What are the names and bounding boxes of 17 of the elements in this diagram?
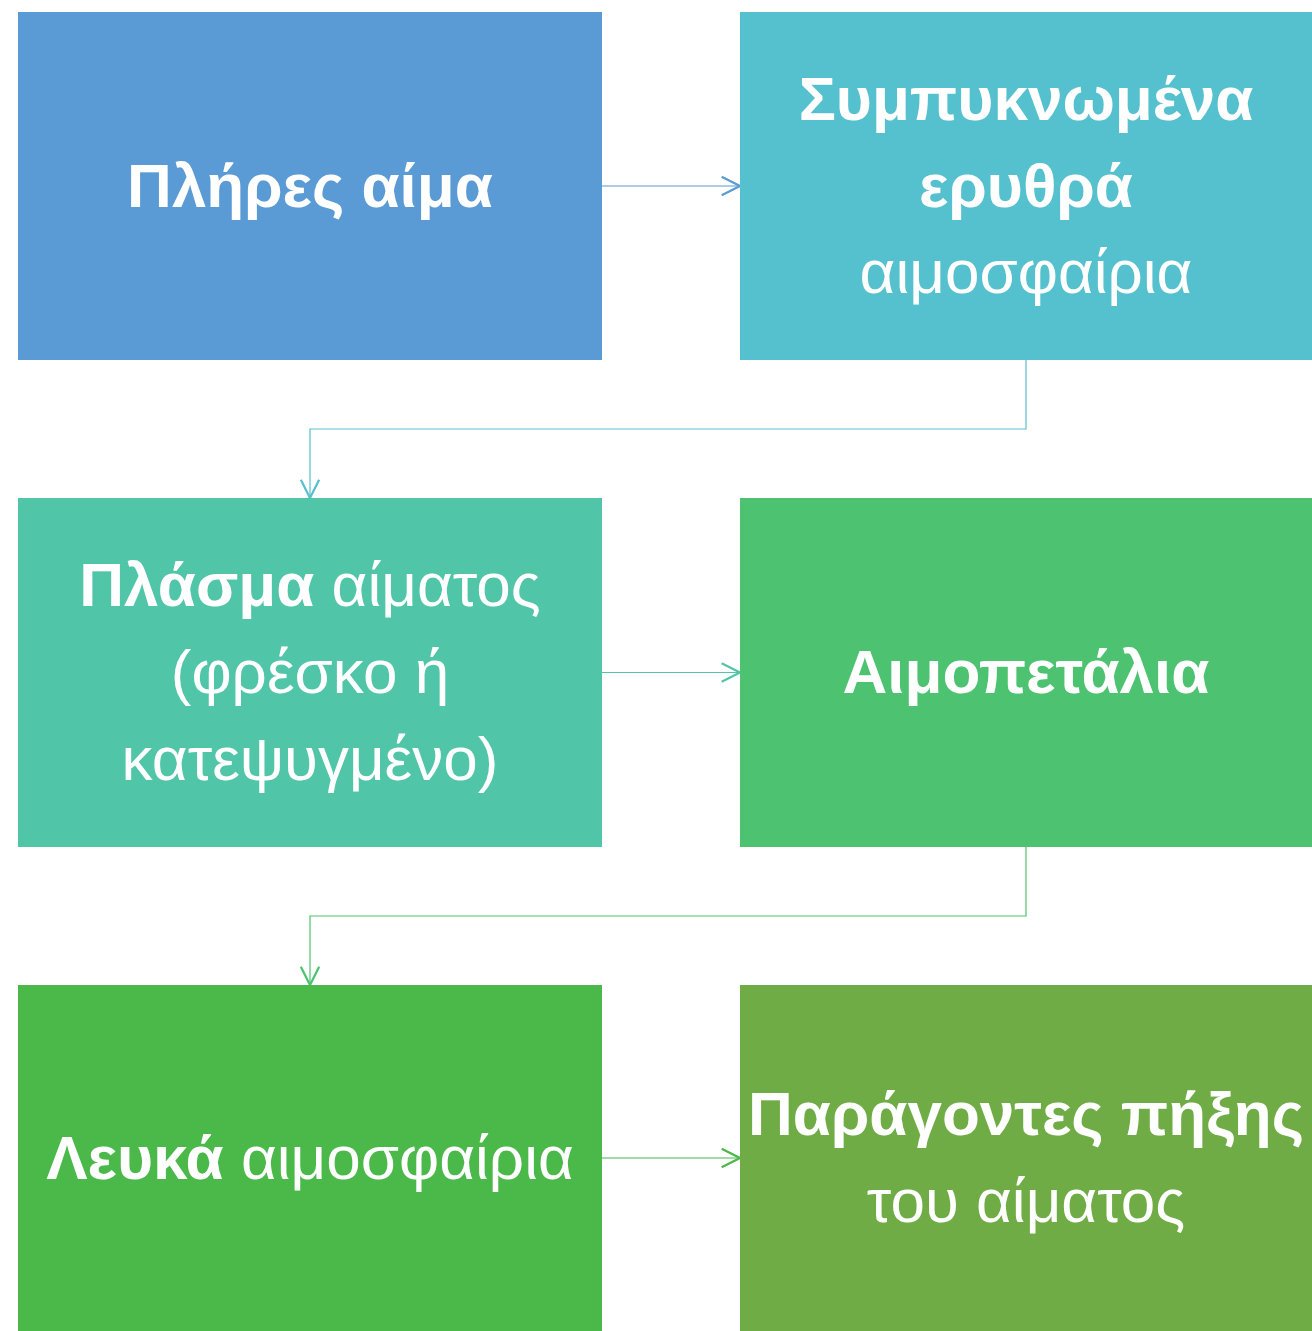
box-label: Αιμοπετάλια [842, 636, 1210, 709]
process-box [740, 12, 1312, 360]
process-box [18, 12, 602, 360]
arrow [299, 359, 1027, 500]
box-label: Λευκά αιμοσφαίρια [46, 1121, 574, 1194]
arrow [601, 175, 742, 197]
box-label: Συμπυκνωμένα ερυθρά αιμοσφαίρια [797, 62, 1255, 309]
arrow [601, 1147, 742, 1169]
process-box [740, 498, 1312, 847]
process-box [740, 985, 1312, 1331]
arrow [299, 846, 1027, 987]
box-label: Πλήρες αίμα [127, 149, 493, 222]
process-box [18, 985, 602, 1331]
box-label: Παράγοντες πήξης του αίματος [748, 1078, 1304, 1237]
arrow [601, 662, 742, 683]
process-box [18, 498, 602, 847]
box-label: Πλάσμα αίματος (φρέσκο ή κατεψυγμένο) [78, 549, 542, 795]
